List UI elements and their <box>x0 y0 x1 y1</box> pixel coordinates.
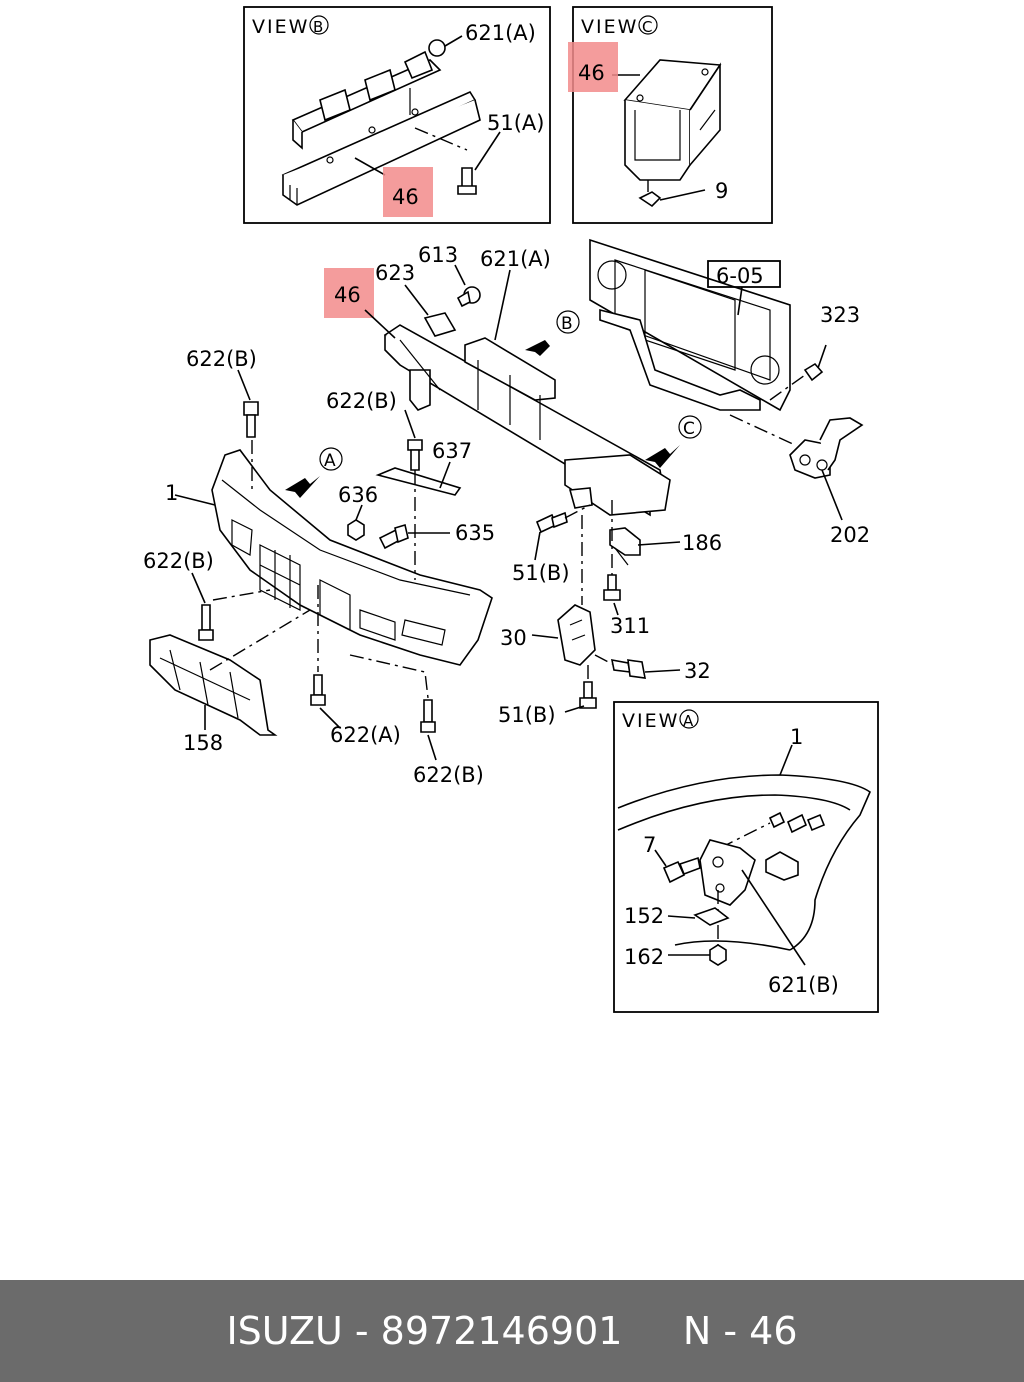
label-323: 323 <box>820 303 860 327</box>
label-arrow-a: A <box>324 451 336 471</box>
arrow-a-icon <box>285 476 320 498</box>
bolt-622b-4 <box>420 699 437 761</box>
arrow-c-icon <box>645 445 680 468</box>
label-622b-3: 622(B) <box>143 549 214 573</box>
label-622b-1: 622(B) <box>186 347 257 371</box>
label-51a: 51(A) <box>487 111 544 135</box>
label-46-viewb: 46 <box>392 185 419 209</box>
bolt-622a <box>310 674 341 729</box>
label-635: 635 <box>455 521 495 545</box>
label-152: 152 <box>624 904 664 928</box>
arrow-b-icon <box>525 336 560 356</box>
label-30: 30 <box>500 626 527 650</box>
highlight-46-viewc <box>568 42 618 92</box>
label-51b-1: 51(B) <box>512 561 570 585</box>
highlight-46-viewb <box>383 167 433 217</box>
label-51b-2: 51(B) <box>498 703 556 727</box>
footer-bar: ISUZU - 8972146901 N - 46 <box>0 1280 1024 1382</box>
view-a-mark: A <box>683 712 694 730</box>
label-613: 613 <box>418 243 458 267</box>
label-622b-2: 622(B) <box>326 389 397 413</box>
label-view-a-1: 1 <box>790 725 803 749</box>
label-32: 32 <box>684 659 711 683</box>
bolt-622b-3 <box>191 572 214 641</box>
label-622a: 622(A) <box>330 723 401 747</box>
label-7: 7 <box>643 833 656 857</box>
label-158: 158 <box>183 731 223 755</box>
label-637: 637 <box>432 439 472 463</box>
view-a-title: VIEW <box>622 710 679 732</box>
brand-name: ISUZU <box>226 1309 343 1353</box>
view-b-title: VIEW <box>252 16 309 38</box>
view-b-inset: VIEW B 621(A) 51(A) 46 <box>243 6 551 224</box>
label-162: 162 <box>624 945 664 969</box>
part-number: 8972146901 <box>380 1309 623 1353</box>
view-b-mark: B <box>313 18 323 36</box>
parts-diagram: VIEW B 621(A) 51(A) 46 VIEW C <box>143 6 879 1013</box>
label-arrow-b: B <box>561 314 573 334</box>
label-623: 623 <box>375 261 415 285</box>
view-a-inset: VIEW A 1 621(B) 7 152 162 <box>613 701 879 1013</box>
label-1: 1 <box>165 481 178 505</box>
bolt-622b-2 <box>404 409 423 471</box>
view-c-title: VIEW <box>581 16 638 38</box>
label-636: 636 <box>338 483 378 507</box>
view-c-mark: C <box>642 18 652 36</box>
bolt-622b-1 <box>237 369 259 438</box>
label-186: 186 <box>682 531 722 555</box>
footer-text: ISUZU - 8972146901 N - 46 <box>226 1309 798 1353</box>
label-621a-viewb: 621(A) <box>465 21 536 45</box>
label-46-main: 46 <box>334 283 361 307</box>
label-arrow-c: C <box>683 419 695 439</box>
main-assembly: 6-05 323 202 46 621(A) 623 <box>143 238 870 787</box>
label-622b-4: 622(B) <box>413 763 484 787</box>
label-6-05: 6-05 <box>716 264 764 288</box>
label-202: 202 <box>830 523 870 547</box>
page-reference: N - 46 <box>682 1309 798 1353</box>
view-c-inset: VIEW C 46 9 <box>568 6 773 224</box>
label-621b: 621(B) <box>768 973 839 997</box>
label-9: 9 <box>715 179 728 203</box>
label-311: 311 <box>610 614 650 638</box>
label-621a: 621(A) <box>480 247 551 271</box>
label-46-viewc: 46 <box>578 61 605 85</box>
